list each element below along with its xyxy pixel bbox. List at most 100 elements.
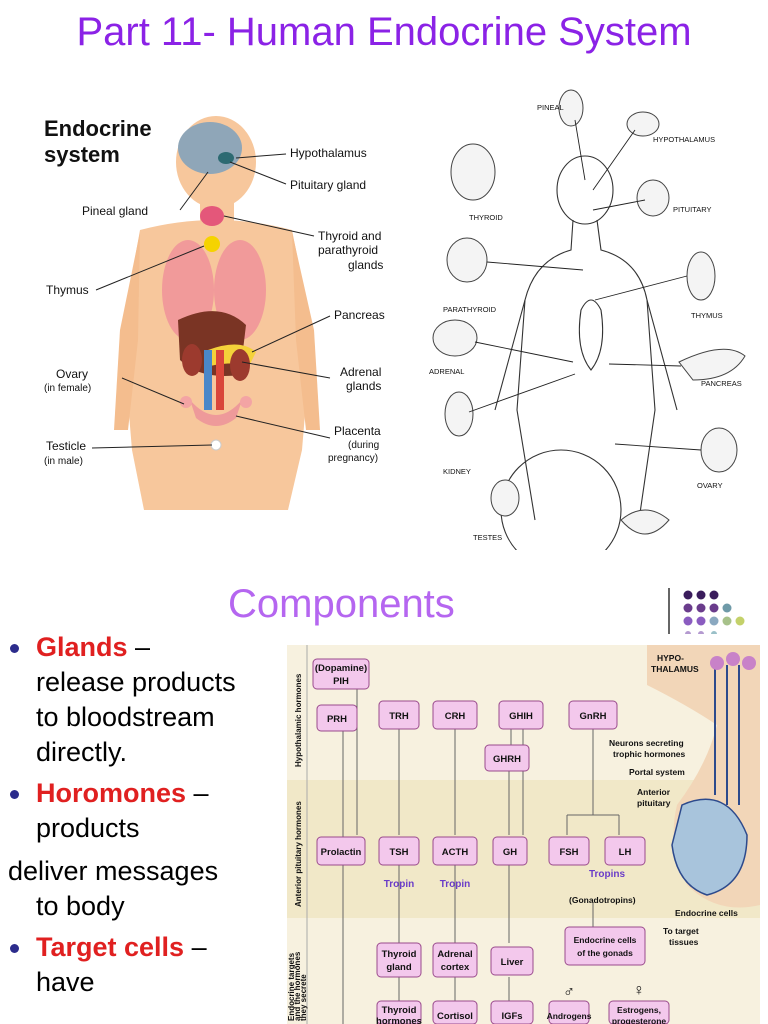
box-thyroid-gland-2: gland [386, 962, 412, 973]
annotation-target-tissues-1: To target [663, 926, 699, 936]
annotation-tropin-1: Tropin [384, 879, 415, 890]
box-estrogens-2: progesterone [612, 1016, 667, 1024]
label-pineal: Pineal gland [82, 204, 148, 218]
box-pih-1: (Dopamine) [315, 663, 367, 674]
endocrine-system-illustration: Endocrine system Hypothalamus Pituita [44, 116, 385, 510]
bullet-hormones: Horomones – products [8, 776, 280, 846]
box-pih-2: PIH [333, 676, 349, 687]
box-gh: GH [503, 847, 517, 858]
box-gonads-2: of the gonads [577, 948, 633, 958]
annotation-tropins: Tropins [589, 869, 626, 880]
bullet-target-cells: Target cells – have [8, 930, 280, 1000]
annotation-neurons-2: trophic hormones [613, 749, 686, 759]
row-label-targets-1: Endocrine targets [287, 952, 296, 1021]
page-title: Part 11- Human Endocrine System [76, 10, 692, 54]
glands-dash: – [127, 632, 151, 662]
target-line-1: have [36, 967, 95, 997]
annotation-target-tissues-2: tissues [669, 937, 699, 947]
leader-lines [91, 153, 331, 449]
hormones-line-1: products [36, 813, 140, 843]
box-estrogens-1: Estrogens, [617, 1005, 661, 1015]
components-list: Glands – release products to bloodstream… [8, 630, 280, 1000]
box-thyroid-hormones-1: Thyroid [382, 1005, 417, 1016]
glands-line-1: release products [36, 667, 236, 697]
kidney-right [230, 349, 250, 381]
components-heading: Components [228, 582, 455, 626]
uterus-icon [190, 400, 242, 426]
box-cortisol: Cortisol [437, 1011, 473, 1022]
box-thyroid-gland-1: Thyroid [382, 949, 417, 960]
artery-icon [216, 350, 224, 410]
female-symbol-icon: ♀ [633, 982, 645, 999]
body-outline [494, 155, 678, 550]
annotation-hypothalamus-2: THALAMUS [651, 664, 699, 674]
label-thyroid-1: Thyroid and [318, 229, 381, 243]
annotation-hypothalamus-1: HYPO- [657, 653, 684, 663]
label-placenta-1: Placenta [334, 424, 381, 438]
bullet-glands: Glands – release products to bloodstream… [8, 630, 280, 770]
term-target-cells: Target cells [36, 932, 185, 962]
label-placenta-2: (during [348, 440, 379, 451]
gland-sketches [432, 89, 746, 535]
term-hormones: Horomones [36, 778, 187, 808]
rlabel-ovary: OVARY [697, 481, 723, 490]
target-dash: – [184, 932, 207, 962]
box-gonads-1: Endocrine cells [574, 935, 637, 945]
rlabel-thyroid: THYROID [469, 213, 503, 222]
annotation-anterior-2: pituitary [637, 798, 671, 808]
rlabel-thymus: THYMUS [691, 311, 723, 320]
row-label-hypothalamic: Hypothalamic hormones [294, 673, 303, 767]
label-hypothalamus: Hypothalamus [290, 146, 367, 160]
label-testicle-2: (in male) [44, 456, 83, 467]
annotation-portal: Portal system [629, 767, 685, 777]
pituitary-illustration [647, 645, 760, 908]
box-liver: Liver [501, 957, 524, 968]
box-igfs: IGFs [501, 1011, 522, 1022]
hormone-pathway-diagram: Hypothalamic hormones Anterior pituitary… [287, 645, 760, 1024]
box-fsh: FSH [560, 847, 579, 858]
label-thyroid-2: parathyroid [318, 243, 378, 257]
vein-icon [204, 350, 212, 410]
drawing-leaders [468, 119, 702, 451]
annotation-anterior-1: Anterior [637, 787, 671, 797]
rlabel-parathyroid: PARATHYROID [443, 305, 497, 314]
annotation-tropin-2: Tropin [440, 879, 471, 890]
fig-heading-line1: Endocrine [44, 116, 152, 141]
box-adrenal-cortex-2: cortex [441, 962, 470, 973]
box-adrenal-cortex-1: Adrenal [437, 949, 472, 960]
rlabel-testes: TESTES [473, 533, 502, 542]
box-tsh: TSH [390, 847, 409, 858]
bullet-hormones-head: Horomones – [36, 776, 280, 811]
label-placenta-3: pregnancy) [328, 453, 378, 464]
box-crh: CRH [445, 711, 466, 722]
kidney-left [182, 344, 202, 376]
bullet-target-head: Target cells – [36, 930, 280, 965]
label-thyroid-3: glands [348, 258, 383, 272]
row-label-targets-3: they secrete [299, 974, 308, 1021]
term-glands: Glands [36, 632, 128, 662]
annotation-gonadotropins: (Gonadotropins) [569, 895, 636, 905]
box-prolactin: Prolactin [321, 847, 362, 858]
annotation-neurons-1: Neurons secreting [609, 738, 684, 748]
label-ovary-2: (in female) [44, 383, 91, 394]
thyroid-icon [200, 206, 224, 226]
hormone-boxes [312, 658, 670, 1024]
endocrine-line-drawing: PINEAL HYPOTHALAMUS PITUITARY THYROID PA… [429, 89, 746, 550]
label-adrenal-1: Adrenal [340, 365, 381, 379]
row-label-targets-2: and the hormones [293, 951, 302, 1021]
label-pituitary: Pituitary gland [290, 178, 366, 192]
label-adrenal-2: glands [346, 379, 381, 393]
box-acth: ACTH [442, 847, 469, 858]
ovary-icon [180, 396, 192, 408]
testicle-icon [210, 439, 222, 451]
rlabel-pituitary: PITUITARY [673, 205, 711, 214]
dots-grid [683, 590, 745, 634]
thymus-icon [204, 236, 220, 252]
hormones-line-2: deliver messages [8, 856, 219, 886]
label-ovary-1: Ovary [56, 367, 88, 381]
decorative-dots [668, 588, 745, 634]
bullet-glands-head: Glands – [36, 630, 280, 665]
fig-heading-line2: system [44, 142, 120, 167]
box-ghih: GHIH [509, 711, 533, 722]
rlabel-hypothalamus: HYPOTHALAMUS [653, 135, 715, 144]
